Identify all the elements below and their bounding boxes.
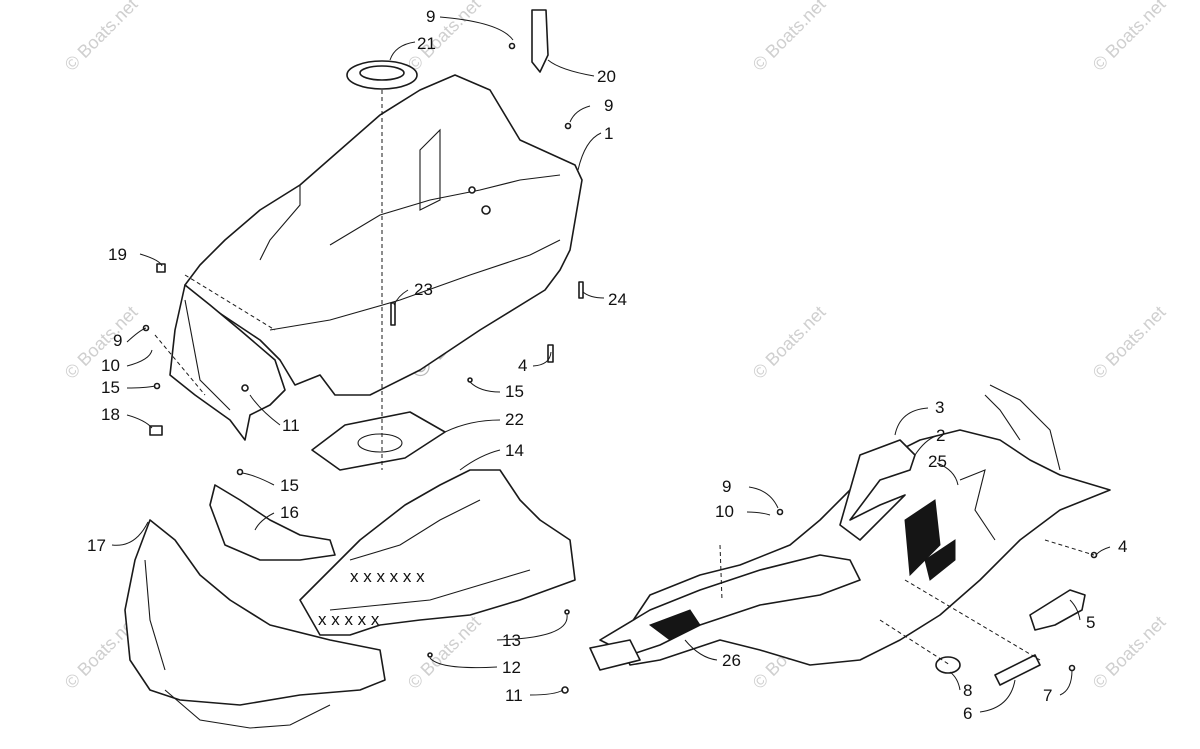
svg-text:x x x x x x: x x x x x x: [350, 567, 425, 586]
watermark: © Boats.net: [1089, 302, 1170, 383]
callout-9: 9: [604, 96, 613, 115]
callout-18: 18: [101, 405, 120, 424]
watermark: © Boats.net: [1089, 612, 1170, 693]
callout-7: 7: [1043, 686, 1052, 705]
watermark: © Boats.net: [61, 0, 142, 75]
callout-20: 20: [597, 67, 616, 86]
part-5-handle: [1029, 589, 1086, 631]
assembly-lines: [154, 90, 1095, 666]
part-6-plate: [994, 654, 1041, 686]
callout-13: 13: [502, 631, 521, 650]
svg-text:x x x x x: x x x x x: [318, 610, 380, 629]
callout-2: 2: [936, 426, 945, 445]
callout-15: 15: [280, 476, 299, 495]
part-11-side-bracket: [169, 284, 286, 441]
callout-15: 15: [505, 382, 524, 401]
part-7-screw: [1068, 664, 1076, 672]
callout-3: 3: [935, 398, 944, 417]
part-25-stripe-decal: [904, 469, 996, 581]
callout-11: 11: [282, 416, 300, 435]
callout-24: 24: [608, 290, 627, 309]
part-14-lower-tray: x x x x x x x x x x x: [299, 469, 576, 636]
part-16-bracket: [209, 484, 336, 561]
watermark: © Boats.net: [749, 0, 830, 75]
part-3-decal: [839, 439, 916, 541]
watermark: © Boats.net: [404, 0, 485, 75]
part-8-grommet: [935, 656, 961, 674]
leader-lines: [111, 16, 1111, 713]
callout-6: 6: [963, 704, 972, 723]
callout-21: 21: [417, 34, 436, 53]
callout-25: 25: [928, 452, 947, 471]
callout-4: 4: [1118, 537, 1127, 556]
callout-labels: 9 21 20 9 1 19 23 24 9 10 15 4 15 18 11 …: [87, 7, 1127, 723]
callout-17: 17: [87, 536, 106, 555]
callout-22: 22: [505, 410, 524, 429]
callout-9: 9: [113, 331, 122, 350]
callout-4: 4: [518, 356, 527, 375]
part-21-seal-ring: [346, 60, 418, 90]
part-1-console-panel: [184, 74, 583, 396]
callout-26: 26: [722, 651, 741, 670]
callout-15: 15: [101, 378, 120, 397]
callout-14: 14: [505, 441, 524, 460]
callout-9: 9: [722, 477, 731, 496]
callout-8: 8: [963, 681, 972, 700]
part-22-plate: [311, 411, 446, 471]
part-26-running-board: [589, 554, 861, 671]
callout-10: 10: [715, 502, 734, 521]
part-20-strap: [531, 9, 549, 73]
watermark: © Boats.net: [1089, 0, 1170, 75]
callout-10: 10: [101, 356, 120, 375]
callout-19: 19: [108, 245, 127, 264]
callout-11: 11: [505, 686, 523, 705]
callout-5: 5: [1086, 613, 1095, 632]
watermark: © Boats.net: [749, 302, 830, 383]
callout-12: 12: [502, 658, 521, 677]
callout-9: 9: [426, 7, 435, 26]
callout-23: 23: [414, 280, 433, 299]
watermark: © Boats.net: [404, 612, 485, 693]
part-17-nose-cone: [124, 519, 386, 729]
callout-1: 1: [604, 124, 613, 143]
callout-16: 16: [280, 503, 299, 522]
